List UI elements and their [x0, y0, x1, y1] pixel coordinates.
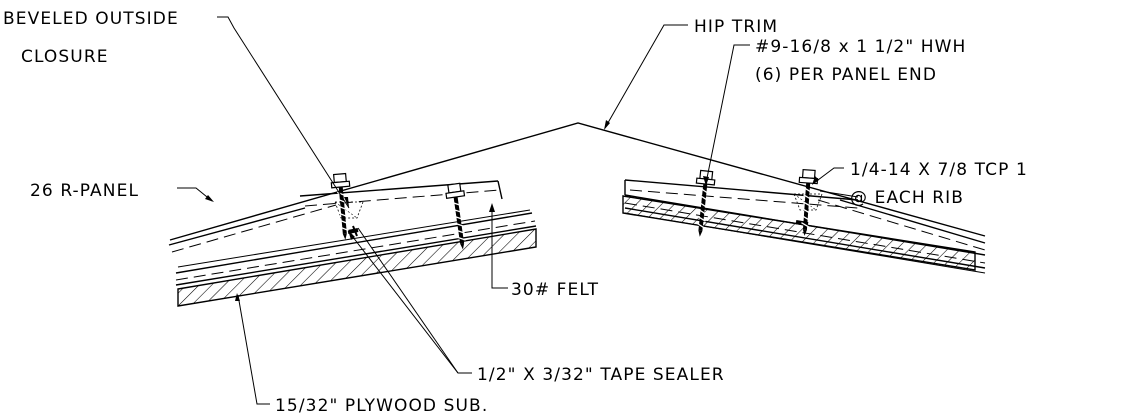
plywood-left: [177, 228, 537, 307]
leader-lines: [177, 16, 844, 405]
plywood-right: [622, 195, 976, 271]
label-plywood: 15/32" PLYWOOD SUB.: [275, 396, 488, 416]
label-tcp-screw-2: @ EACH RIB: [850, 188, 964, 208]
left-roof-assembly: [175, 171, 537, 307]
label-felt: 30# FELT: [511, 280, 599, 300]
label-hwh-screw-1: #9-16/8 x 1 1/2" HWH: [755, 37, 966, 57]
callout-labels: BEVELED OUTSIDE CLOSURE HIP TRIM #9-16/8…: [3, 9, 1028, 416]
label-beveled-closure-1: BEVELED OUTSIDE: [3, 9, 179, 29]
hip-trim: [168, 122, 986, 253]
right-roof-assembly: [622, 167, 986, 274]
label-hip-trim: HIP TRIM: [694, 17, 778, 37]
label-tape-sealer: 1/2" X 3/32" TAPE SEALER: [477, 365, 725, 385]
label-beveled-closure-2: CLOSURE: [21, 47, 109, 67]
label-r-panel: 26 R-PANEL: [30, 181, 139, 201]
label-hwh-screw-2: (6) PER PANEL END: [755, 65, 937, 85]
label-tcp-screw-1: 1/4-14 X 7/8 TCP 1: [850, 160, 1028, 180]
